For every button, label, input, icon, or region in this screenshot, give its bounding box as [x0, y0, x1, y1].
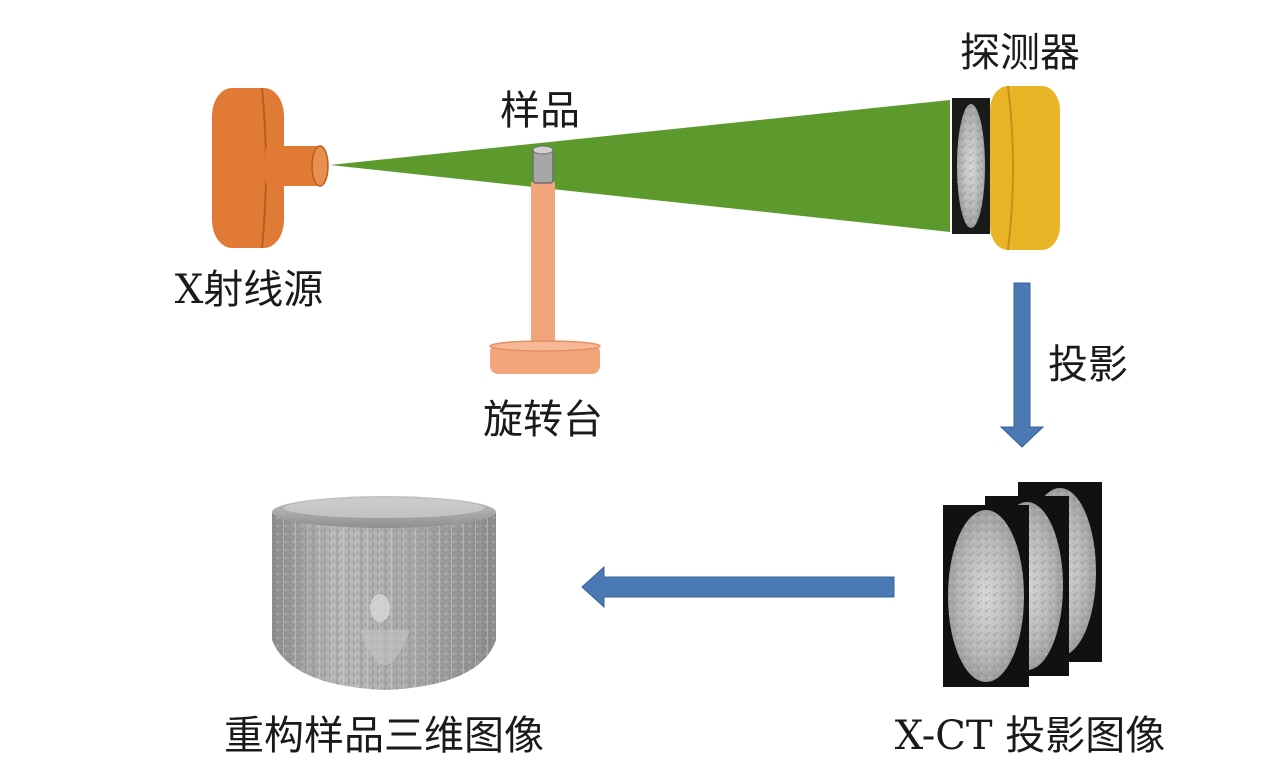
reconstructed-volume [272, 496, 496, 690]
xray-source [212, 87, 329, 249]
label-detector: 探测器 [960, 30, 1080, 76]
ct-slice-stack [943, 482, 1102, 687]
label-reconstructed-image: 重构样品三维图像 [224, 713, 544, 759]
ct-slice-front [943, 505, 1029, 687]
detector [952, 85, 1060, 251]
xray-beam [330, 100, 950, 232]
projection-arrow [999, 282, 1045, 448]
label-xct-projection-images: X-CT 投影图像 [895, 713, 1166, 759]
rotation-stage [489, 182, 601, 374]
label-sample: 样品 [500, 88, 580, 134]
label-xray-source: X射线源 [175, 267, 323, 313]
label-projection: 投影 [1048, 342, 1128, 388]
sample [532, 145, 554, 184]
label-rotation-stage: 旋转台 [483, 397, 603, 443]
reconstruction-arrow [581, 565, 895, 609]
